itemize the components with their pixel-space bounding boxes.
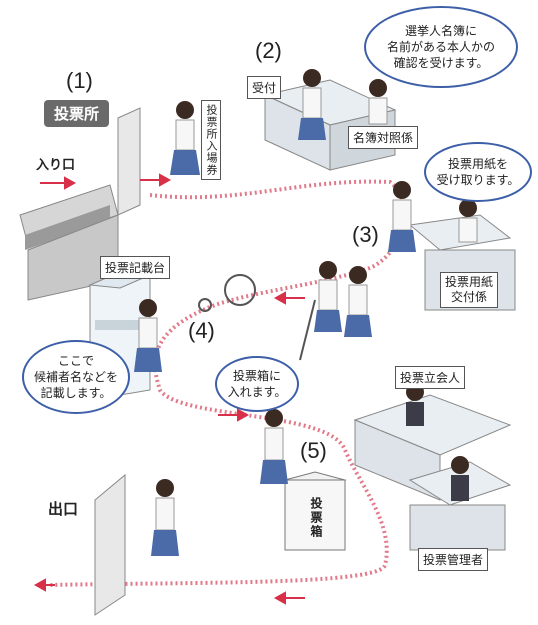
manager-person bbox=[451, 456, 469, 501]
step-1-label: (1) bbox=[66, 68, 93, 93]
voters-with-cane bbox=[299, 261, 372, 361]
voter-at-ballot-box bbox=[260, 409, 288, 484]
admission-ticket-sign: 投票所入場券 bbox=[201, 100, 221, 180]
step-4-label: (4) bbox=[188, 318, 215, 343]
voter-receiving-ballot bbox=[388, 181, 416, 252]
bubble-line: 入れます。 bbox=[227, 385, 287, 399]
witness-desk bbox=[353, 394, 512, 551]
bubble-line: 投票箱に bbox=[232, 369, 281, 383]
step-2-label: (2) bbox=[255, 38, 282, 63]
voter-route-path bbox=[49, 179, 407, 587]
arrow-exit-end bbox=[33, 578, 55, 592]
ballot-staff bbox=[458, 199, 478, 243]
ballot-issuer-sign: 投票用紙 交付係 bbox=[440, 272, 499, 308]
exit-wall bbox=[94, 473, 126, 616]
step-5-label: (5) bbox=[300, 438, 327, 463]
bubble-line: 候補者名などを bbox=[33, 370, 118, 384]
reception-sign: 受付 bbox=[247, 76, 282, 99]
voter-entering bbox=[170, 101, 200, 175]
entrance-label: 入り口 bbox=[36, 158, 76, 173]
voter-exiting bbox=[151, 479, 179, 556]
write-name-speech-bubble: ここで 候補者名などを 記載します。 bbox=[22, 340, 130, 414]
bubble-line: 確認を受けます。 bbox=[393, 56, 489, 70]
bubble-line: 受け取ります。 bbox=[436, 173, 520, 187]
witness-sign: 投票立会人 bbox=[395, 366, 466, 389]
arrow-to-writing bbox=[273, 291, 305, 305]
ballot-issuer-line-1: 投票用紙 bbox=[445, 275, 494, 289]
voter-at-reception bbox=[298, 69, 326, 140]
registry-staff bbox=[368, 79, 388, 125]
people bbox=[134, 69, 478, 556]
ballot-box bbox=[283, 471, 347, 551]
wheelchair bbox=[198, 274, 256, 312]
registry-speech-bubble: 選挙人名簿に 名前がある本人かの 確認を受けます。 bbox=[364, 6, 518, 88]
arrow-entrance bbox=[40, 176, 77, 190]
bubble-line: 記載します。 bbox=[40, 386, 112, 400]
bubble-line: 選挙人名簿に bbox=[404, 24, 477, 38]
bubble-line: 名前がある本人かの bbox=[386, 40, 495, 54]
arrow-to-box bbox=[218, 408, 250, 422]
arrow-to-exit bbox=[273, 591, 305, 605]
ballot-issuer-line-2: 交付係 bbox=[451, 290, 488, 304]
receive-ballot-speech-bubble: 投票用紙を 受け取ります。 bbox=[424, 142, 532, 202]
arrow-after-gate bbox=[140, 173, 172, 187]
ballot-box-label: 投票箱 bbox=[309, 497, 323, 539]
manager-sign: 投票管理者 bbox=[418, 548, 489, 571]
bubble-line: ここで bbox=[57, 354, 94, 368]
put-in-box-speech-bubble: 投票箱に 入れます。 bbox=[215, 356, 299, 412]
exit-label: 出口 bbox=[48, 500, 79, 518]
entrance-gate bbox=[19, 107, 141, 301]
writing-table-sign: 投票記載台 bbox=[100, 256, 171, 279]
step-3-label: (3) bbox=[352, 222, 379, 247]
witness-person bbox=[406, 383, 424, 426]
direction-arrows bbox=[33, 173, 305, 605]
polling-station-label: 投票所 bbox=[44, 100, 110, 127]
voter-writing bbox=[134, 299, 162, 372]
bubble-line: 投票用紙を bbox=[447, 157, 508, 171]
registry-checker-sign: 名簿対照係 bbox=[348, 126, 419, 149]
